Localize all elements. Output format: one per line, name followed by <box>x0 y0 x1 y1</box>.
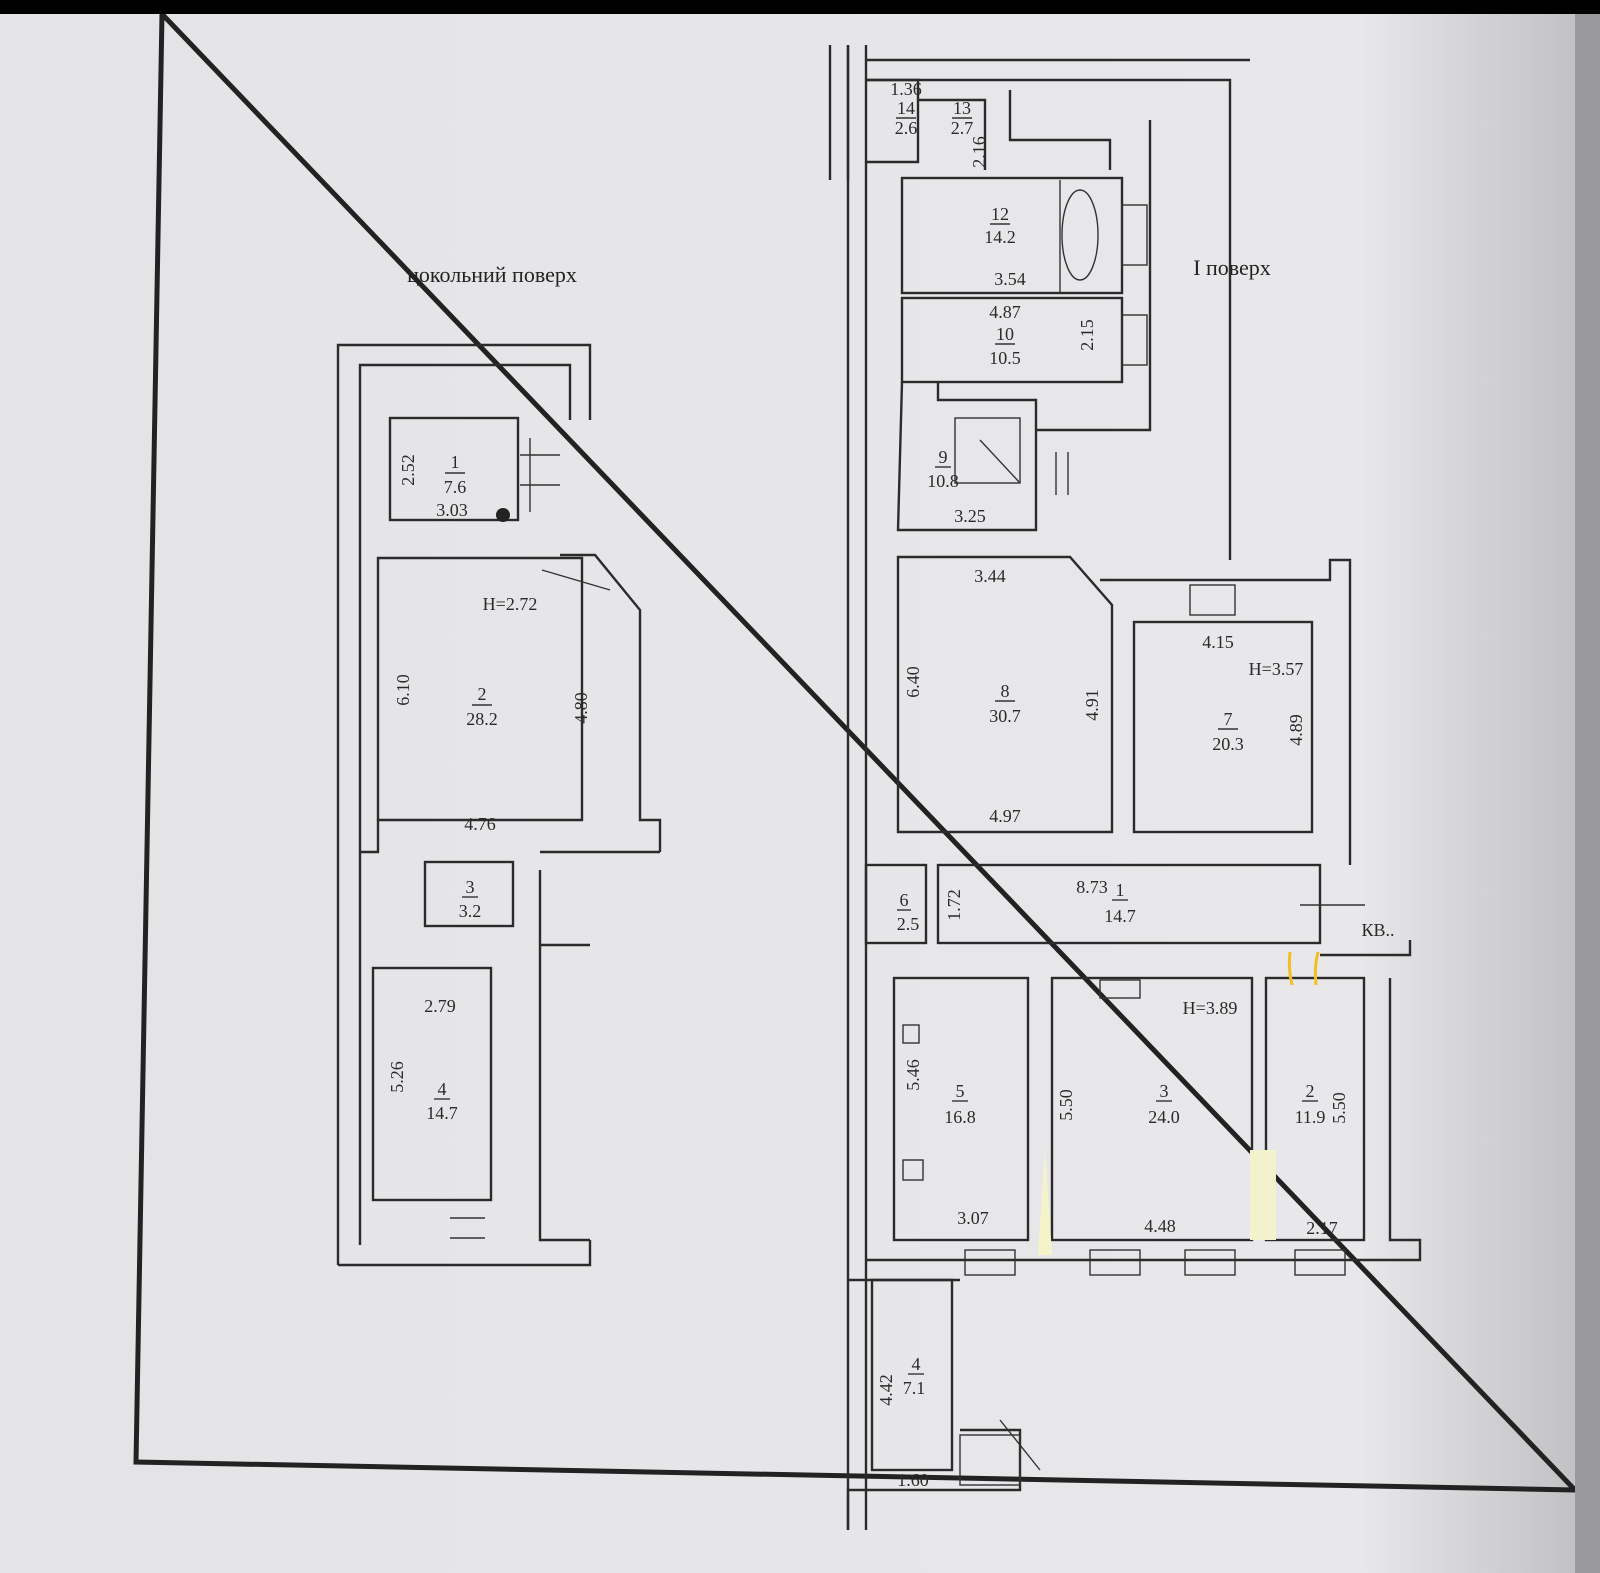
room-dimension: 1.72 <box>944 889 964 921</box>
room-dimension: 4.48 <box>1144 1216 1176 1236</box>
room-number: 7 <box>1224 709 1233 729</box>
room-dimension: 8.73 <box>1076 877 1108 897</box>
room-dimension: 4.15 <box>1202 632 1234 652</box>
basement-title: цокольний поверх <box>407 262 577 287</box>
room-number: 12 <box>991 204 1009 224</box>
room-dimension: 3.54 <box>994 269 1026 289</box>
room-number: 2 <box>1306 1081 1315 1101</box>
room-dimension: 5.50 <box>1056 1089 1076 1121</box>
room-area: 16.8 <box>944 1107 976 1127</box>
room-number: 3 <box>1160 1081 1169 1101</box>
room-dimension: 4.80 <box>571 692 591 724</box>
room-area: 11.9 <box>1295 1107 1326 1127</box>
basement-room-3: 3 3.2 <box>459 877 482 921</box>
room-number: 10 <box>996 324 1014 344</box>
room-number: 14 <box>897 98 915 118</box>
room-number: 1 <box>451 452 460 472</box>
room-number: 13 <box>953 98 971 118</box>
room-number: 4 <box>438 1079 447 1099</box>
room-dimension: 1.60 <box>897 1470 929 1490</box>
first-floor-room-8: 3.44 6.40 8 30.7 4.91 4.97 <box>903 566 1102 826</box>
room-area: 14.7 <box>1104 906 1136 926</box>
first-floor-room-5: 5.46 5 16.8 3.07 <box>903 1059 989 1228</box>
first-floor-title: I поверх <box>1193 255 1271 280</box>
room-number: 9 <box>939 447 948 467</box>
top-dark-band <box>0 0 1600 14</box>
first-floor-room-10: 4.87 10 10.5 2.15 <box>989 302 1097 368</box>
room-area: 2.6 <box>895 118 918 138</box>
room-dimension: 3.07 <box>957 1208 989 1228</box>
room-dimension: 4.97 <box>989 806 1021 826</box>
room-area: 14.2 <box>984 227 1016 247</box>
room-number: 5 <box>956 1081 965 1101</box>
room-dimension: 3.44 <box>974 566 1006 586</box>
room-dimension: 3.25 <box>954 506 986 526</box>
room-number: 3 <box>466 877 475 897</box>
room-area: 7.6 <box>444 477 467 497</box>
ceiling-height: H=2.72 <box>483 594 538 614</box>
room-dimension: 3.03 <box>436 500 468 520</box>
first-floor-room-14: 1.36 14 2.6 <box>890 79 922 138</box>
room-area: 10.8 <box>927 471 959 491</box>
room-number: 8 <box>1001 681 1010 701</box>
room-dimension: 4.76 <box>464 814 496 834</box>
first-floor-room-12: 12 14.2 3.54 <box>984 204 1026 289</box>
basement-room-4: 2.79 5.26 4 14.7 <box>387 996 458 1123</box>
room-area: 10.5 <box>989 348 1021 368</box>
room-dimension: 2.15 <box>1077 319 1097 351</box>
basement-room-2: H=2.72 2 28.2 6.10 4.80 4.76 <box>393 594 591 834</box>
room-dimension: 5.46 <box>903 1059 923 1091</box>
room-number: 4 <box>912 1354 921 1374</box>
room-dimension: 5.26 <box>387 1061 407 1093</box>
room-dimension: 6.10 <box>393 674 413 706</box>
basement-walls <box>336 343 662 1267</box>
first-floor-room-3: H=3.89 5.50 3 24.0 4.48 <box>1056 998 1237 1236</box>
room-area: 7.1 <box>903 1378 926 1398</box>
first-floor-room-9: 9 10.8 3.25 <box>927 447 986 526</box>
room-dimension: 1.36 <box>890 79 922 99</box>
ceiling-height: H=3.89 <box>1183 998 1238 1018</box>
room-area: 20.3 <box>1212 734 1244 754</box>
room-dimension: 2.79 <box>424 996 456 1016</box>
first-floor-room-13: 13 2.7 2.16 <box>951 98 989 168</box>
room-number: 2 <box>478 684 487 704</box>
room-dimension: 4.89 <box>1286 714 1306 746</box>
room-number: 6 <box>900 890 909 910</box>
first-floor-room-4: 4.42 4 7.1 1.60 <box>876 1354 929 1490</box>
room-area: 14.7 <box>426 1103 458 1123</box>
page-frame <box>133 7 1581 1493</box>
room-area: 24.0 <box>1148 1107 1180 1127</box>
basement-room-1: 1 7.6 2.52 3.03 <box>398 452 510 522</box>
room-area: 2.7 <box>951 118 974 138</box>
room-dimension: 2.52 <box>398 454 418 486</box>
room-area: 3.2 <box>459 901 482 921</box>
boiler-icon <box>496 508 510 522</box>
right-margin-shadow <box>1575 14 1600 1573</box>
room-dimension: 6.40 <box>903 666 923 698</box>
room-dimension: 2.16 <box>969 136 989 168</box>
apartment-label: КВ.. <box>1361 920 1394 940</box>
room-area: 28.2 <box>466 709 498 729</box>
room-area: 30.7 <box>989 706 1021 726</box>
first-floor-walls <box>828 45 1422 1530</box>
first-floor-room-2: 2 11.9 5.50 2.17 <box>1295 1081 1349 1238</box>
ceiling-height: H=3.57 <box>1249 659 1304 679</box>
room-dimension: 4.91 <box>1082 689 1102 721</box>
paper-sheet <box>0 14 1600 1573</box>
first-floor-room-7: 4.15 H=3.57 7 20.3 4.89 <box>1202 632 1306 754</box>
room-dimension: 5.50 <box>1329 1092 1349 1124</box>
room-dimension: 2.17 <box>1306 1218 1338 1238</box>
room-area: 2.5 <box>897 914 920 934</box>
room-number: 1 <box>1116 880 1125 900</box>
first-floor-room-6: 6 2.5 <box>897 890 920 934</box>
first-floor-room-1-corridor: 8.73 1 14.7 1.72 <box>944 877 1136 926</box>
room-dimension: 4.42 <box>876 1374 896 1406</box>
room-dimension: 4.87 <box>989 302 1021 322</box>
highlight-marks <box>1038 951 1320 1255</box>
